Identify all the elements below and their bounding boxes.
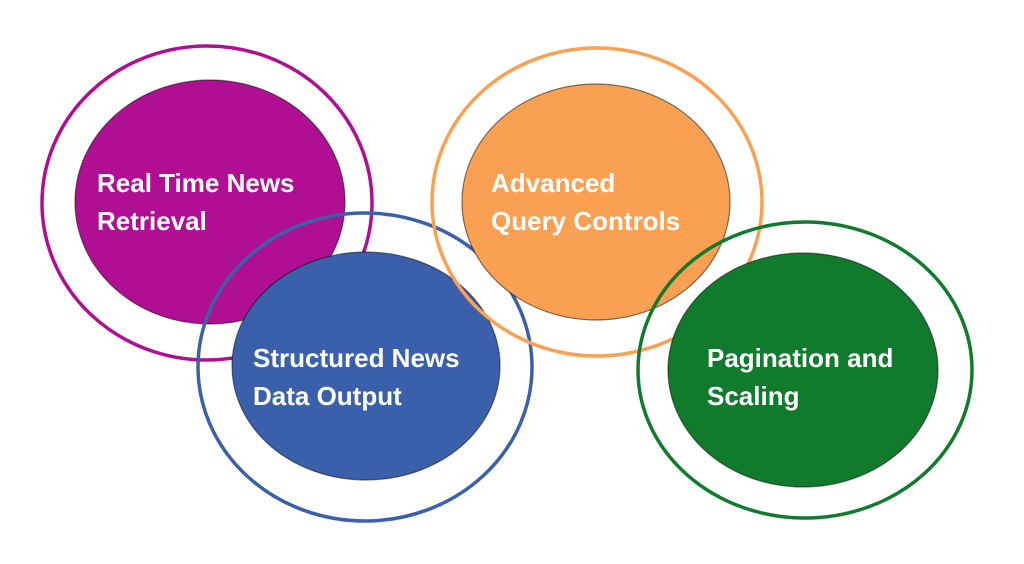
circle-disc-blue	[231, 251, 501, 481]
venn-circle-real-time-news-retrieval: Real Time News Retrieval	[40, 44, 374, 362]
venn-circle-advanced-query-controls: Advanced Query Controls	[430, 46, 764, 358]
circle-label-line: Advanced	[491, 168, 615, 198]
venn-circle-structured-news-data-output: Structured News Data Output	[196, 211, 534, 523]
circle-disc-orange	[461, 83, 731, 321]
circle-ring-orange	[430, 46, 764, 358]
circle-label-line: Structured News	[253, 343, 460, 373]
venn-circle-pagination-and-scaling: Pagination and Scaling	[636, 220, 974, 520]
circle-ring-blue	[196, 211, 534, 523]
circle-ring-magenta	[40, 44, 374, 362]
circle-label-line: Pagination and	[707, 343, 893, 373]
circle-ring-green	[636, 220, 974, 520]
circle-label-line: Real Time News	[97, 168, 295, 198]
circle-label-line: Retrieval	[97, 206, 207, 236]
circle-label-line: Query Controls	[491, 206, 680, 236]
circle-disc-magenta	[74, 79, 346, 325]
circle-label-line: Scaling	[707, 381, 799, 411]
circle-label-line: Data Output	[253, 381, 402, 411]
circle-disc-green	[667, 252, 939, 488]
